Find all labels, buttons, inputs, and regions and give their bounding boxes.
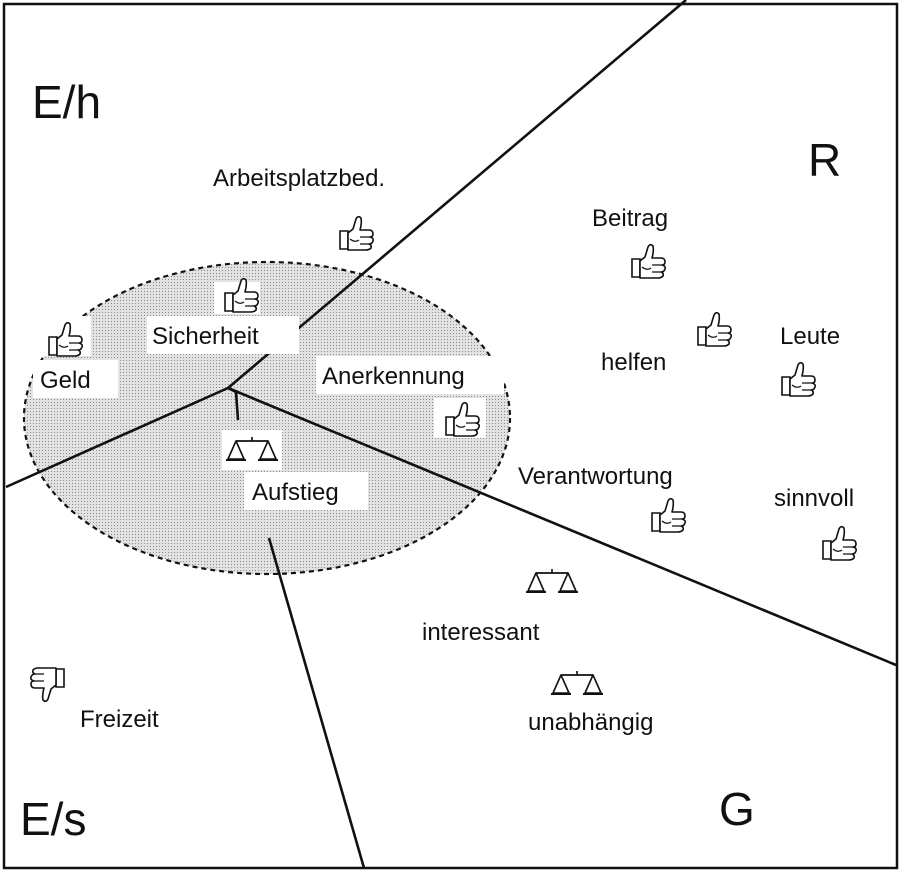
term-label-aufstieg: Aufstieg bbox=[252, 479, 339, 506]
term-labels: Arbeitsplatzbed. Sicherheit Geld Anerken… bbox=[40, 165, 854, 736]
term-label-leute: Leute bbox=[780, 323, 840, 350]
boundary-line-right bbox=[227, 386, 897, 667]
term-label-interessant: interessant bbox=[422, 619, 540, 646]
boundary-line-bottom bbox=[267, 537, 366, 869]
term-label-sinnvoll: sinnvoll bbox=[774, 485, 854, 512]
region-label-bottom-right: G bbox=[719, 783, 755, 835]
term-label-beitrag: Beitrag bbox=[592, 205, 668, 232]
term-label-anerkennung: Anerkennung bbox=[322, 363, 465, 390]
label-bg-sicherheit bbox=[147, 316, 299, 354]
term-label-unabhaengig: unabhängig bbox=[528, 709, 653, 736]
boundary-lines bbox=[5, 0, 897, 869]
boundary-line-stub bbox=[227, 386, 240, 421]
term-label-sicherheit: Sicherheit bbox=[152, 323, 259, 350]
term-label-arbeitsplatzbed: Arbeitsplatzbed. bbox=[213, 165, 385, 192]
boundary-line-top-right bbox=[227, 0, 687, 389]
region-label-bottom-left: E/s bbox=[20, 793, 86, 845]
term-label-geld: Geld bbox=[40, 367, 91, 394]
core-ellipse bbox=[22, 260, 512, 576]
boundary-line-left bbox=[5, 386, 229, 489]
label-bg-anerkennung bbox=[316, 356, 504, 394]
region-label-top-right: R bbox=[808, 134, 841, 186]
region-label-top-left: E/h bbox=[32, 76, 101, 128]
term-label-verantwortung: Verantwortung bbox=[518, 463, 673, 490]
label-bg-aufstieg bbox=[244, 472, 368, 510]
term-label-helfen: helfen bbox=[601, 349, 666, 376]
icon-bg-aufstieg bbox=[222, 430, 282, 470]
label-bg-geld bbox=[33, 360, 118, 398]
term-label-freizeit: Freizeit bbox=[80, 706, 159, 733]
